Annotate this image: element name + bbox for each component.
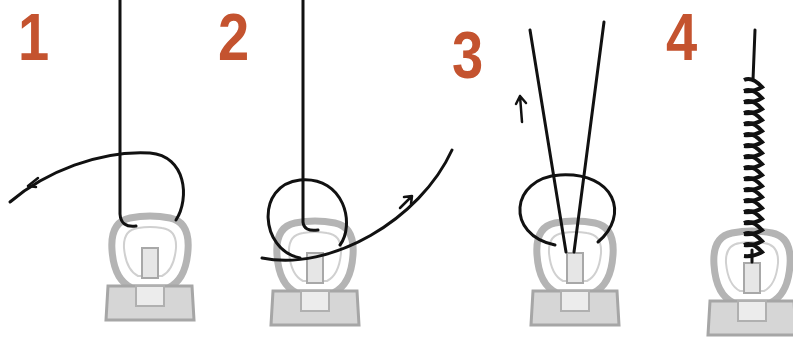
- step-number: 3: [452, 22, 483, 88]
- zipper-pull-1: [106, 216, 194, 320]
- twisted-cord: [744, 79, 762, 256]
- step-number: 4: [666, 4, 697, 70]
- zipper-pull-4: [708, 231, 793, 335]
- cord: [10, 0, 755, 262]
- coil-winding: [744, 244, 762, 256]
- step-number: 1: [18, 4, 49, 70]
- step-number: 2: [218, 4, 249, 70]
